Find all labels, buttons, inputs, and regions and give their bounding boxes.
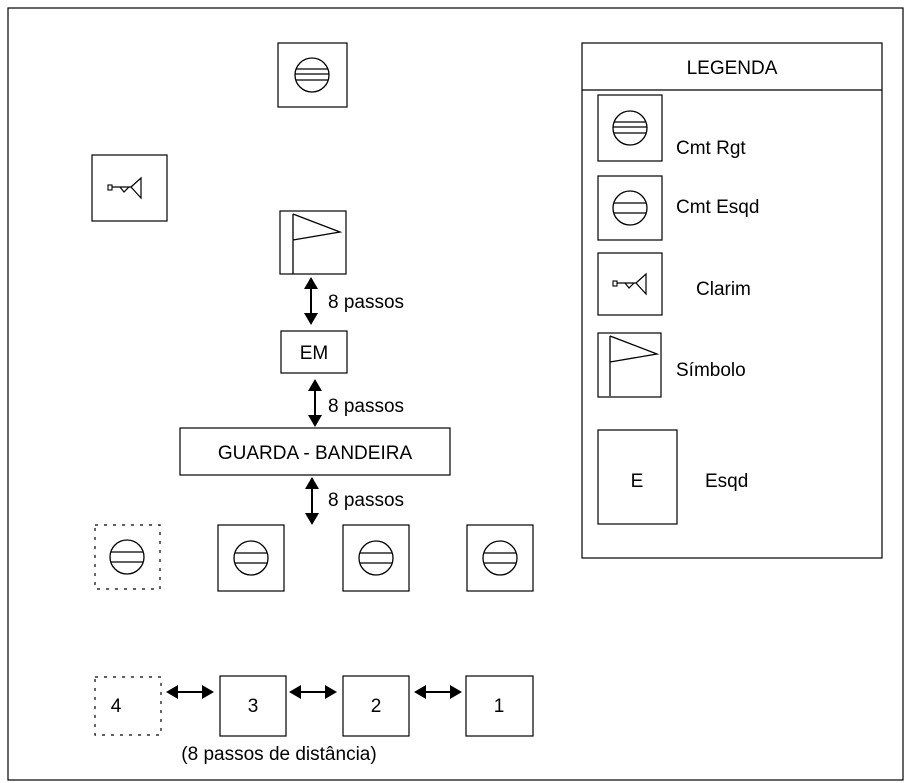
legend-label-simbolo: Símbolo [676,360,746,381]
clarim-symbol [91,154,168,222]
outer-frame [7,7,904,781]
legend-esqd-box [597,429,678,525]
spacing-arrow-2 [307,378,323,428]
squadron-box-4 [94,676,162,736]
legend-title: LEGENDA [687,58,778,79]
cmt-esqd-icon [109,539,145,575]
legend-clarim-box [597,252,663,316]
squadron-arrow-2 [288,684,338,700]
legend: LEGENDA Cmt Rgt Cmt Esqd Clarim Símbolo … [581,42,883,559]
legend-label-cmt-esqd: Cmt Esqd [676,197,759,218]
squadron-arrow-1 [165,684,215,700]
legend-cmt-rgt-box [597,94,663,162]
em-box [280,330,348,374]
cmt-esqd-3 [217,524,285,592]
squadron-label-1: 1 [494,696,505,717]
guard-label: GUARDA - BANDEIRA [218,443,413,464]
spacing-arrow-3 [304,476,320,526]
spacing-label-3: 8 passos [328,490,404,511]
cmt-rgt-symbol [277,42,348,108]
distance-note: (8 passos de distância) [181,744,376,765]
legend-esqd-box-text: E [631,471,644,492]
legend-label-clarim: Clarim [696,279,751,300]
squadron-label-2: 2 [371,696,382,717]
spacing-label-2: 8 passos [328,396,404,417]
spacing-arrow-1 [303,276,319,326]
legend-cmt-esqd-box [597,175,663,241]
legend-simbolo-box [597,332,662,398]
squadron-box-1 [465,675,534,737]
guard-box [179,427,451,476]
cmt-esqd-4 [94,524,161,590]
squadron-box-3 [219,675,287,737]
squadron-arrow-3 [413,684,463,700]
squadron-label-3: 3 [248,696,259,717]
squadron-label-4: 4 [111,696,122,717]
em-label: EM [300,343,329,364]
legend-label-esqd: Esqd [705,471,748,492]
legend-label-cmt-rgt: Cmt Rgt [676,138,746,159]
cmt-esqd-1 [466,524,534,592]
squadron-box-2 [342,675,410,737]
simbolo-symbol [279,210,347,275]
cmt-esqd-2 [342,524,410,592]
spacing-label-1: 8 passos [328,292,404,313]
